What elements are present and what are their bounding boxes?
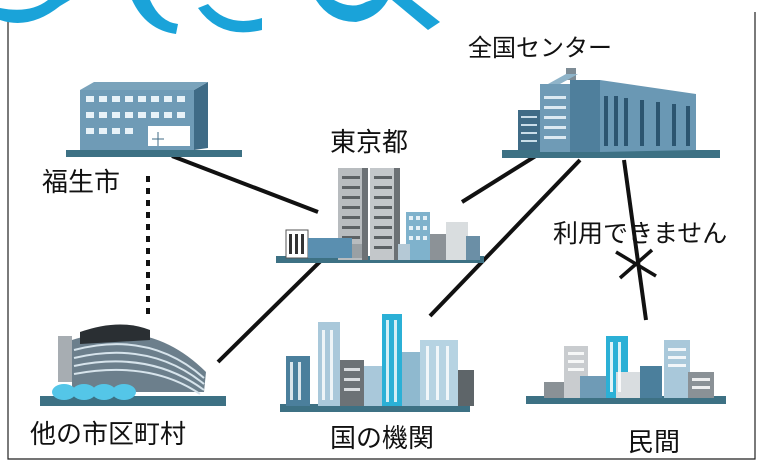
connections xyxy=(146,150,648,364)
node-label-national-agencies: 国の機関 xyxy=(330,424,435,454)
node-label-center: 全国センター xyxy=(468,34,612,62)
fussa-building-icon xyxy=(66,82,242,157)
other-municipalities-building-icon xyxy=(40,324,226,406)
link-center-tokyo xyxy=(460,150,544,204)
link-center-govt xyxy=(428,158,582,318)
private-sector-buildings-icon xyxy=(526,336,726,404)
link-center-private xyxy=(622,159,648,321)
blocked-x-icon xyxy=(615,248,657,280)
node-label-private-sector: 民間 xyxy=(628,428,681,458)
node-label-tokyo: 東京都 xyxy=(330,128,409,158)
header-lettering xyxy=(0,0,759,34)
national-agencies-buildings-icon xyxy=(280,314,474,412)
node-label-fussa: 福生市 xyxy=(42,168,121,198)
annotation-unavailable: 利用できません xyxy=(553,219,728,248)
national-center-building-icon xyxy=(502,68,720,158)
link-fussa-tokyo xyxy=(171,154,319,214)
tokyo-buildings-icon xyxy=(276,168,484,263)
frame-border xyxy=(7,10,756,460)
node-label-other-municipalities: 他の市区町村 xyxy=(30,420,187,450)
